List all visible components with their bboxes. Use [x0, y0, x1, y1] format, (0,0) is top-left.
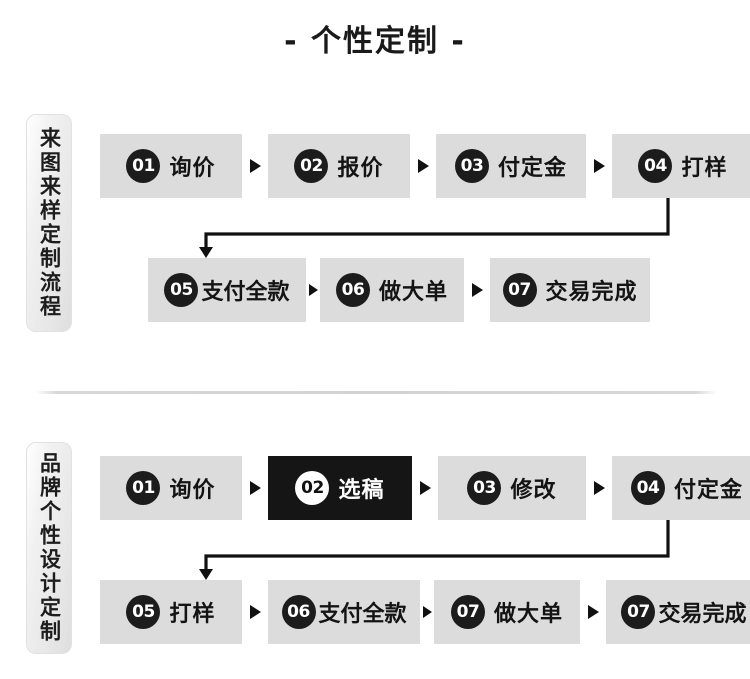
flow-step[interactable]: 06 做大单 [320, 258, 464, 322]
step-number-badge: 06 [335, 273, 370, 307]
step-label: 报价 [337, 156, 384, 181]
step-number-badge: 01 [126, 149, 161, 183]
flow-step[interactable]: 02 报价 [268, 134, 410, 198]
step-number-badge: 07 [450, 595, 485, 629]
step-label: 支付全款 [318, 602, 407, 627]
flow-step[interactable]: 01 询价 [100, 134, 242, 198]
step-arrow-icon [412, 481, 438, 495]
step-arrow-icon [580, 605, 606, 619]
step-label: 交易完成 [658, 602, 747, 627]
flow-step[interactable]: 01 询价 [100, 456, 242, 520]
step-arrow-icon [306, 284, 320, 296]
step-arrow-icon [586, 481, 612, 495]
step-number-badge: 04 [630, 471, 665, 505]
step-label: 交易完成 [545, 280, 638, 305]
step-number-badge: 03 [467, 471, 502, 505]
page-title: - 个性定制 - [284, 24, 466, 59]
flow-row: 01 询价 02 报价 03 付定金 04 打样 [100, 134, 750, 198]
step-arrow-icon [242, 159, 268, 173]
step-label: 做大单 [493, 602, 563, 627]
step-arrow-icon [586, 159, 612, 173]
flow-row: 01 询价 02 选稿 03 修改 04 付定金 [100, 456, 750, 520]
flow-step[interactable]: 02 选稿 [268, 456, 412, 520]
step-label: 付定金 [497, 156, 567, 181]
step-number-badge: 06 [281, 595, 316, 629]
step-label: 支付全款 [201, 280, 290, 305]
section-divider [36, 391, 716, 394]
flow-step[interactable]: 05 打样 [100, 580, 242, 644]
row-wrap-connector-icon [199, 198, 670, 258]
section-category-text: 来图来样定制流程 [37, 127, 62, 319]
flow-step[interactable]: 04 打样 [612, 134, 750, 198]
step-number-badge: 07 [621, 595, 656, 629]
step-number-badge: 05 [164, 273, 199, 307]
step-number-badge: 01 [126, 471, 161, 505]
step-arrow-icon [242, 481, 268, 495]
step-number-badge: 02 [294, 149, 329, 183]
step-label: 询价 [169, 156, 216, 181]
flow-step[interactable]: 07 交易完成 [490, 258, 650, 322]
section-category-label: 品牌个性设计定制 [26, 442, 72, 654]
step-label: 选稿 [338, 478, 385, 503]
flow-step[interactable]: 03 付定金 [436, 134, 586, 198]
flow-step[interactable]: 04 付定金 [612, 456, 750, 520]
section-category-text: 品牌个性设计定制 [37, 452, 62, 644]
step-label: 询价 [169, 478, 216, 503]
step-arrow-icon [464, 283, 490, 297]
row-wrap-connector-icon [199, 520, 670, 580]
step-number-badge: 03 [454, 149, 489, 183]
section-category-label: 来图来样定制流程 [26, 114, 72, 332]
flow-step[interactable]: 03 修改 [438, 456, 586, 520]
step-number-badge: 07 [502, 273, 537, 307]
step-arrow-icon [410, 159, 436, 173]
flow-step[interactable]: 07 做大单 [434, 580, 580, 644]
step-arrow-icon [242, 605, 268, 619]
step-label: 打样 [169, 602, 216, 627]
step-number-badge: 04 [638, 149, 673, 183]
step-label: 打样 [681, 156, 728, 181]
step-label: 修改 [510, 478, 557, 503]
step-number-badge: 05 [126, 595, 161, 629]
step-label: 做大单 [378, 280, 448, 305]
step-arrow-icon [420, 606, 434, 618]
step-number-badge: 02 [295, 471, 330, 505]
step-label: 付定金 [673, 478, 743, 503]
